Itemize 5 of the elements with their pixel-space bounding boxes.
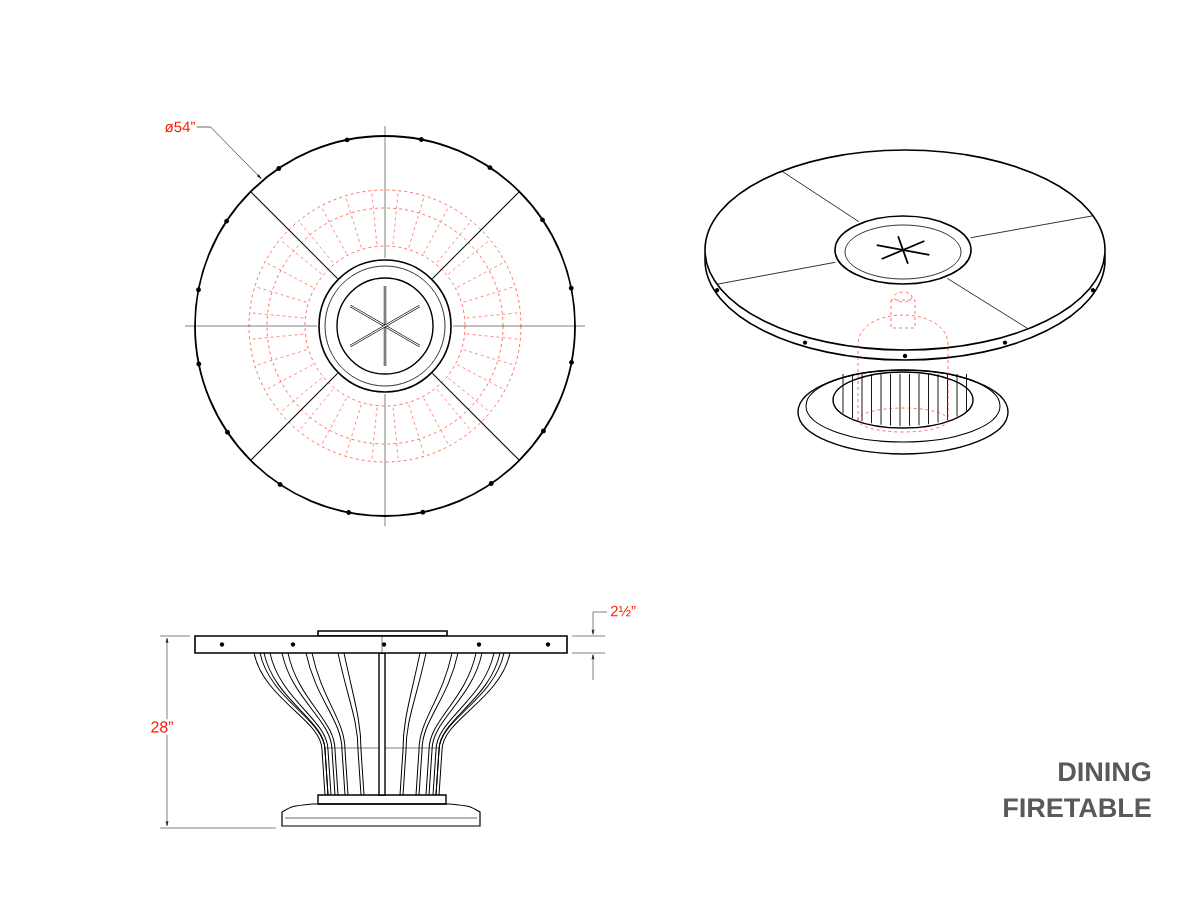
leader-line (196, 126, 262, 179)
dimension-label: 2½” (610, 605, 636, 617)
dimension-label: 28” (148, 719, 176, 735)
dimension-label: ø54” (164, 121, 195, 133)
title: DINING FIRETABLE (1004, 762, 1151, 818)
